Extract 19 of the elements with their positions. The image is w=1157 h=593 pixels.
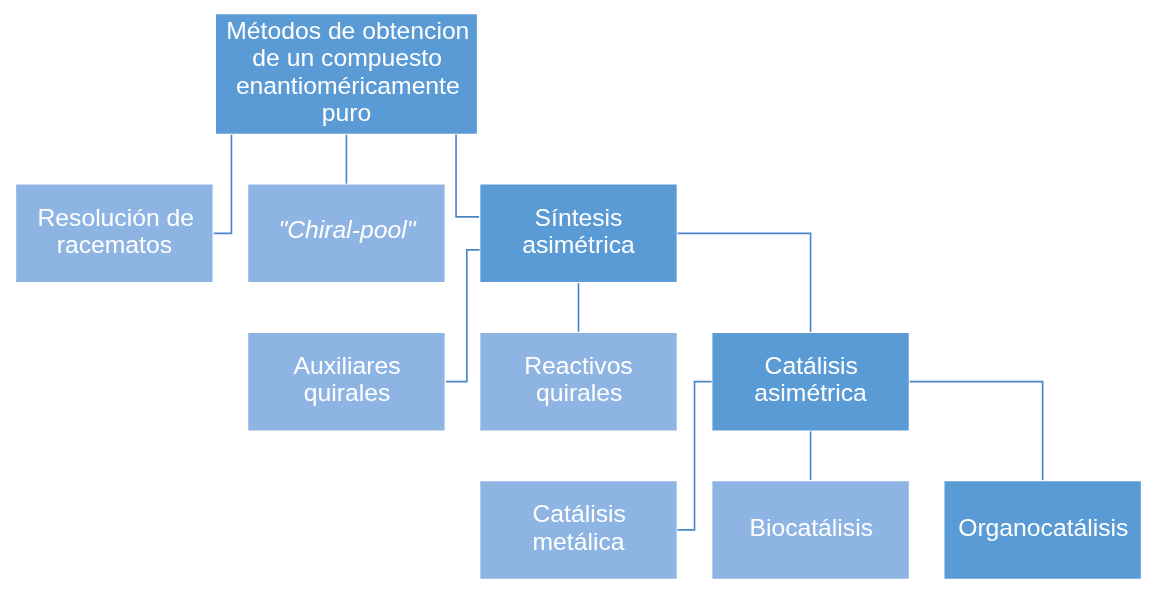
node-box: Auxiliares quirales — [246, 331, 446, 432]
node-box: "Chiral-pool" — [246, 183, 446, 284]
connector — [455, 133, 480, 218]
connector — [577, 282, 580, 333]
node-box: Resolución de racematos — [14, 183, 214, 284]
connector — [676, 232, 812, 333]
node-box: Síntesis asimétrica — [478, 183, 679, 284]
node-box: Catálisis asimétrica — [711, 331, 911, 432]
connector — [809, 430, 812, 481]
node-box: Organocatálisis — [943, 479, 1143, 581]
connector — [212, 133, 233, 235]
connector — [676, 380, 713, 531]
node-box: Reactivos quirales — [478, 331, 679, 432]
connector — [908, 380, 1044, 481]
node-box: Catálisis metálica — [478, 479, 679, 581]
node-box: Métodos de obtencion de un compuesto enantioméricamente puro — [214, 12, 479, 136]
node-box: Biocatálisis — [711, 479, 911, 581]
connector — [345, 133, 348, 185]
connector — [445, 249, 481, 383]
